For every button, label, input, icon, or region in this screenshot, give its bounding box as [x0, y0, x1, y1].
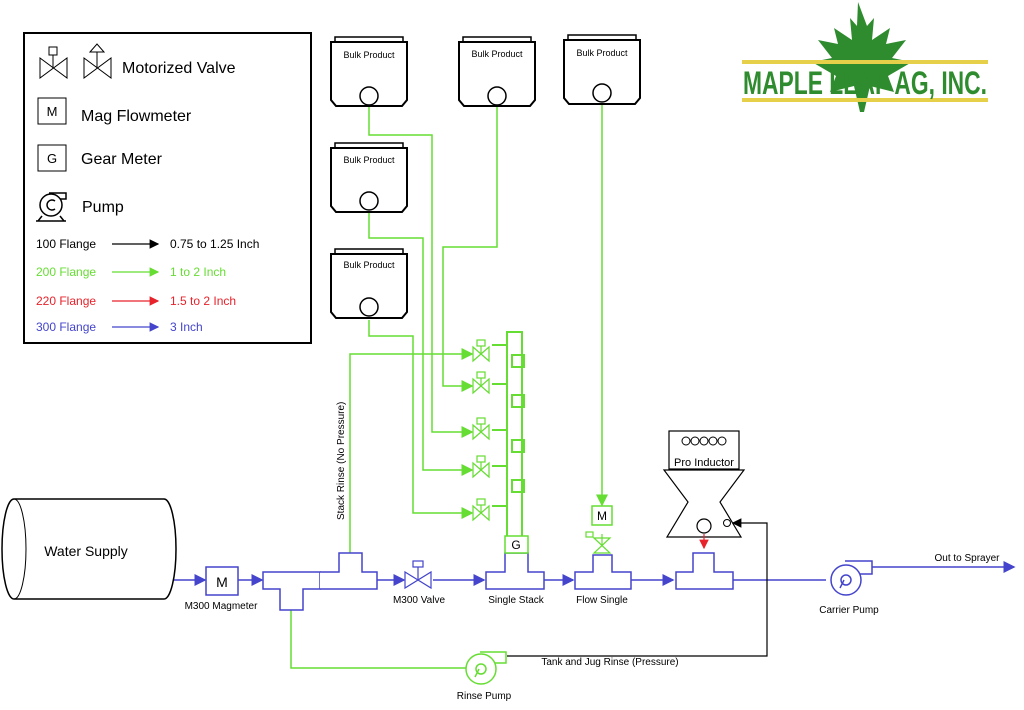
carrier-pump: Carrier Pump — [819, 560, 879, 616]
flow-single-label: Flow Single — [576, 595, 628, 606]
pump-icon — [36, 192, 67, 222]
stack-manifold — [492, 331, 525, 538]
legend: Motorized Valve M Mag Flowmeter G Gear M… — [23, 32, 312, 344]
bulk-product-tank: Bulk Product — [330, 142, 408, 213]
bulk-product-label: Bulk Product — [576, 48, 628, 58]
rinse-tees — [262, 552, 378, 611]
m300-valve: M300 Valve — [393, 560, 446, 606]
flowmeter-icon — [591, 505, 613, 526]
pro-inductor-label: Pro Inductor — [674, 457, 734, 469]
rinse-pump: Rinse Pump — [457, 651, 512, 702]
motorized-valve-icon — [472, 371, 490, 395]
flange-row: 220 Flange 1.5 to 2 Inch — [36, 294, 236, 308]
gear-meter-icon — [37, 144, 67, 172]
legend-meter-m: M — [47, 104, 58, 119]
company-logo: MAPLE LEAF AG, INC. — [742, 2, 988, 112]
flange-size: 0.75 to 1.25 Inch — [170, 237, 259, 251]
single-stack: G Single Stack — [485, 535, 545, 606]
bulk-product-label: Bulk Product — [471, 49, 523, 59]
bulk-product-tank: Bulk Product — [563, 34, 641, 105]
flange-label: 220 Flange — [36, 294, 96, 308]
pro-inductor: Pro Inductor — [662, 430, 746, 590]
m300-valve-label: M300 Valve — [393, 595, 446, 606]
flange-row: 100 Flange 0.75 to 1.25 Inch — [36, 237, 259, 251]
carrier-pump-label: Carrier Pump — [819, 605, 879, 616]
tank-jug-rinse-label: Tank and Jug Rinse (Pressure) — [541, 657, 678, 668]
flange-label: 300 Flange — [36, 320, 96, 334]
bulk-product-label: Bulk Product — [343, 50, 395, 60]
mag-flowmeter-icon — [37, 97, 67, 125]
motorized-valve-icon — [585, 531, 612, 554]
flange-size: 3 Inch — [170, 320, 203, 334]
main-line — [173, 561, 1016, 586]
legend-motorized-valve-label: Motorized Valve — [122, 60, 236, 77]
m300-magmeter-label: M300 Magmeter — [185, 601, 258, 612]
inductor-nozzles-icon — [681, 436, 727, 446]
single-stack-label: Single Stack — [488, 595, 545, 606]
bulk-product-label: Bulk Product — [343, 260, 395, 270]
flange-row: 300 Flange 3 Inch — [36, 320, 203, 334]
maple-leaf-icon — [812, 2, 912, 112]
logo-bar-bottom — [742, 98, 988, 102]
pump-icon — [465, 651, 507, 685]
water-supply-tank: Water Supply — [1, 498, 177, 600]
flow-single: M Flow Single — [574, 505, 632, 606]
bulk-product-tank: Bulk Product — [330, 248, 408, 319]
bulk-product-tank: Bulk Product — [330, 36, 408, 107]
rinse-pump-label: Rinse Pump — [457, 691, 512, 702]
stack-rinse-label: Stack Rinse (No Pressure) — [336, 402, 347, 520]
flange-label: 100 Flange — [36, 237, 96, 251]
magmeter-m-label: M — [216, 574, 228, 590]
legend-meter-g: G — [47, 151, 57, 166]
motorized-valve-icon — [472, 339, 490, 363]
rinse-return-line — [507, 518, 768, 657]
motorized-valve-icon — [472, 455, 490, 479]
gear-meter-icon — [504, 535, 529, 554]
motorized-valve-icon — [472, 417, 490, 441]
flange-size: 1.5 to 2 Inch — [170, 294, 236, 308]
stack-valves — [472, 339, 490, 522]
gear-meter-g-label: G — [511, 538, 520, 552]
pump-icon — [830, 560, 873, 596]
flange-row: 200 Flange 1 to 2 Inch — [36, 265, 226, 279]
logo-text: MAPLE LEAF AG, INC. — [743, 65, 987, 101]
flange-size: 1 to 2 Inch — [170, 265, 226, 279]
flow-single-m-label: M — [597, 509, 607, 523]
legend-mag-flowmeter-label: Mag Flowmeter — [81, 108, 192, 125]
green-pipes — [290, 103, 608, 669]
legend-pump-label: Pump — [82, 199, 124, 216]
logo-bar-top — [742, 60, 988, 64]
out-to-sprayer-label: Out to Sprayer — [934, 553, 1000, 564]
motorized-valve-icon — [39, 43, 112, 79]
water-supply-label: Water Supply — [44, 543, 128, 559]
bulk-product-tank: Bulk Product — [458, 36, 536, 107]
legend-gear-meter-label: Gear Meter — [81, 151, 163, 168]
flange-label: 200 Flange — [36, 265, 96, 279]
m300-magmeter: M M300 Magmeter — [185, 566, 258, 612]
motorized-valve-icon — [472, 498, 490, 522]
bulk-product-label: Bulk Product — [343, 155, 395, 165]
